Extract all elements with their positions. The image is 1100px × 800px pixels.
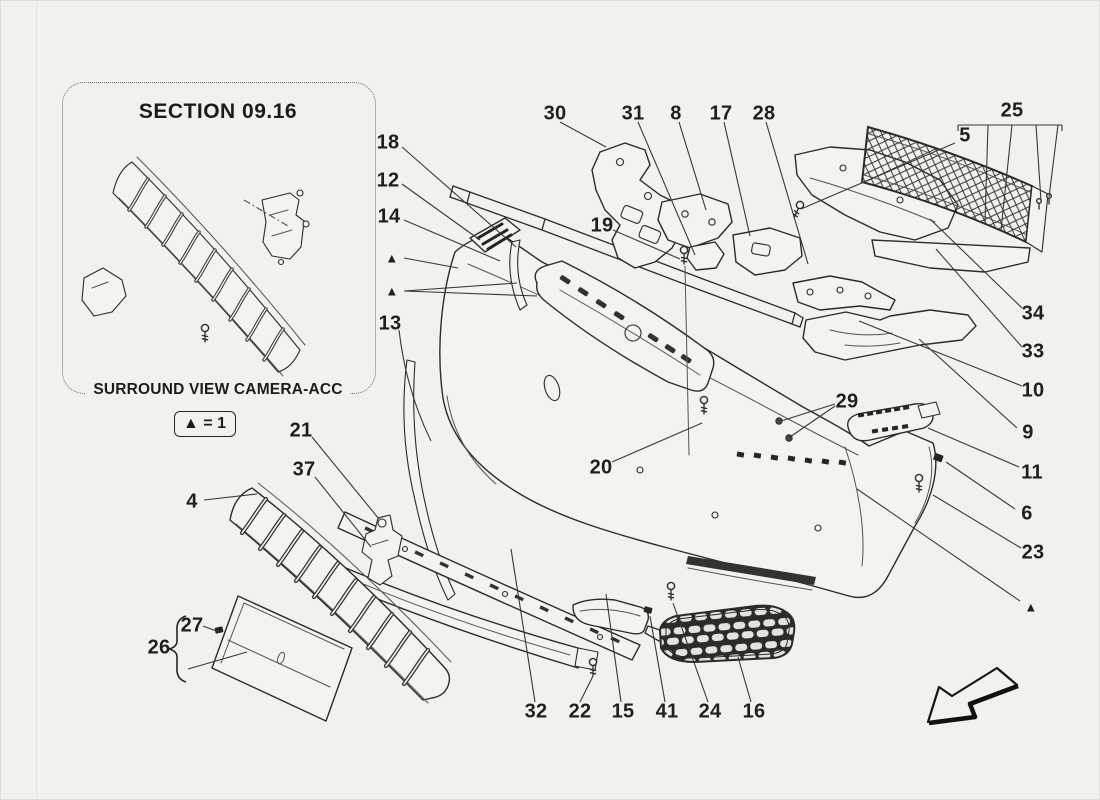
- callout-32: 32: [524, 700, 548, 723]
- callout-30: 30: [543, 102, 567, 125]
- callout-17: 17: [709, 102, 733, 125]
- callout-8: 8: [670, 102, 682, 125]
- trim-strip-15: [572, 598, 650, 635]
- leader-lines: [187, 121, 1063, 703]
- callout-tri-c: ▲: [1024, 599, 1038, 615]
- callout-31: 31: [621, 102, 645, 125]
- callout-22: 22: [568, 700, 592, 723]
- scan-artifact-line: [36, 0, 37, 800]
- honeycomb-grille-16: [644, 604, 796, 664]
- screw-24: [666, 581, 676, 601]
- license-plate-panel: [211, 595, 353, 722]
- clip-6: [933, 453, 944, 463]
- absorber-beam: [534, 260, 715, 392]
- deflector-10: [792, 275, 896, 311]
- mesh-end-frame: [1025, 185, 1049, 253]
- callout-19: 19: [590, 214, 614, 237]
- bracket-8: [657, 193, 733, 249]
- callout-6: 6: [1021, 502, 1033, 525]
- callout-24: 24: [698, 700, 722, 723]
- screw-19: [679, 245, 689, 265]
- callout-14: 14: [377, 205, 401, 228]
- mesh-grille-25: [860, 125, 1053, 253]
- side-bracket-11: [847, 401, 941, 442]
- lower-lip-34: [871, 239, 1031, 273]
- callout-29: 29: [835, 390, 859, 413]
- bracket-31: [686, 241, 725, 271]
- callout-28: 28: [752, 102, 776, 125]
- callout-25: 25: [1000, 99, 1024, 122]
- callout-11: 11: [1021, 461, 1043, 484]
- callout-tri-a: ▲: [385, 250, 399, 266]
- callout-10: 10: [1021, 379, 1045, 402]
- callout-37: 37: [292, 458, 316, 481]
- callout-13: 13: [378, 312, 402, 335]
- callout-34: 34: [1021, 302, 1045, 325]
- callout-41: 41: [655, 700, 679, 723]
- inset-section-title: SECTION 09.16: [138, 100, 298, 123]
- callout-18: 18: [376, 131, 400, 154]
- fasteners: [588, 199, 944, 677]
- clip-41: [643, 606, 653, 614]
- callout-21: 21: [289, 419, 313, 442]
- brace-26: [168, 615, 187, 683]
- surround-view-inset-box: [62, 82, 376, 394]
- inset-dash-dot-line: [243, 199, 289, 227]
- washer-bracket: [361, 514, 403, 586]
- bracket-30: [591, 142, 686, 269]
- inset-camera-bracket: [261, 189, 310, 266]
- callout-20: 20: [589, 456, 613, 479]
- callout-9: 9: [1022, 421, 1034, 444]
- legend-text: ▲ = 1: [183, 415, 226, 432]
- direction-arrow-icon: [926, 666, 1019, 726]
- callout-23: 23: [1021, 541, 1045, 564]
- side-vent-slot: [686, 556, 816, 585]
- callout-tri-b: ▲: [385, 283, 399, 299]
- inset-art: [81, 156, 310, 377]
- callout-26: 26: [147, 636, 171, 659]
- callout-5: 5: [959, 124, 971, 147]
- sliver-14: [509, 239, 528, 311]
- legend-box: ▲ = 1: [174, 411, 236, 437]
- callout-12: 12: [376, 169, 400, 192]
- inset-grille: [112, 156, 306, 377]
- callout-16: 16: [742, 700, 766, 723]
- front-grille-part-4: [229, 482, 452, 704]
- plate-clip-27: [214, 626, 224, 634]
- screw-5: [790, 199, 806, 220]
- callout-4: 4: [186, 490, 198, 513]
- callout-27: 27: [180, 614, 204, 637]
- callout-33: 33: [1021, 340, 1045, 363]
- bracket-17: [732, 227, 803, 276]
- vent-12: [469, 217, 521, 253]
- inset-side-piece: [81, 267, 127, 317]
- inset-caption: SURROUND VIEW CAMERA-ACC: [85, 381, 351, 399]
- deflector-9: [802, 309, 977, 361]
- fascia-clip-row: [736, 451, 847, 466]
- callout-15: 15: [611, 700, 635, 723]
